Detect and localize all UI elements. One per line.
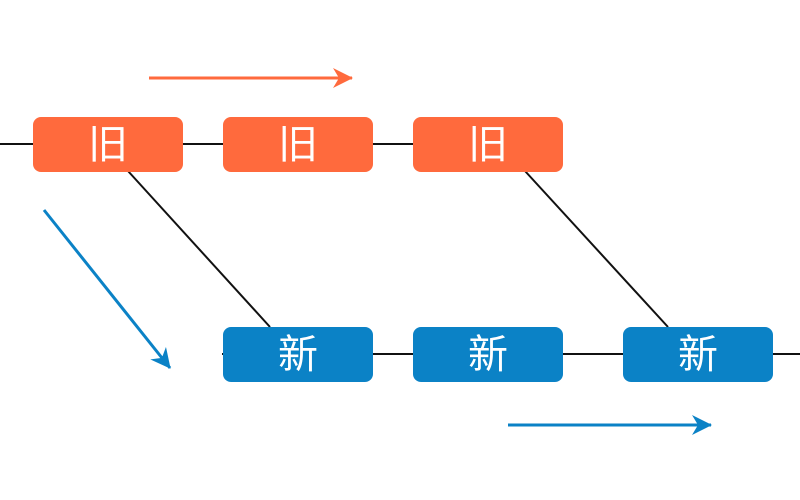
new-node-label: 新 <box>468 331 508 378</box>
new-node-1: 新 <box>223 327 373 382</box>
old-node-3: 旧 <box>413 117 563 172</box>
connector-old3-new3 <box>524 170 669 328</box>
new-node-3: 新 <box>623 327 773 382</box>
blue-diagonal-arrow <box>42 209 172 369</box>
old-node-2: 旧 <box>223 117 373 172</box>
new-node-label: 新 <box>278 331 318 378</box>
connector-old1-new1 <box>127 170 271 328</box>
old-node-1: 旧 <box>33 117 183 172</box>
new-node-label: 新 <box>678 331 718 378</box>
old-node-label: 旧 <box>468 121 508 168</box>
old-node-label: 旧 <box>278 121 318 168</box>
new-node-2: 新 <box>413 327 563 382</box>
old-node-label: 旧 <box>88 121 128 168</box>
